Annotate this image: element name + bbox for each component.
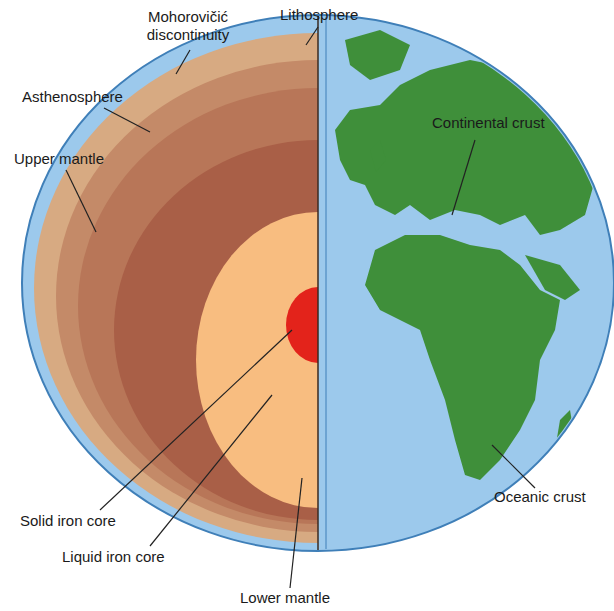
layer-label: Continental crust <box>432 114 545 132</box>
layer-label: Liquid iron core <box>62 548 165 566</box>
layer-label: Solid iron core <box>20 512 116 530</box>
globe-surface <box>318 15 614 551</box>
layer-label: Mohorovičić discontinuity <box>132 8 244 44</box>
leader-lines <box>66 27 535 588</box>
layer-label: Oceanic crust <box>494 488 586 506</box>
layer-label: Upper mantle <box>14 150 104 168</box>
layer-label: Asthenosphere <box>22 88 123 106</box>
earth-layers <box>22 15 318 551</box>
layer-label: Lithosphere <box>280 6 358 24</box>
layer-label: Lower mantle <box>240 589 330 607</box>
